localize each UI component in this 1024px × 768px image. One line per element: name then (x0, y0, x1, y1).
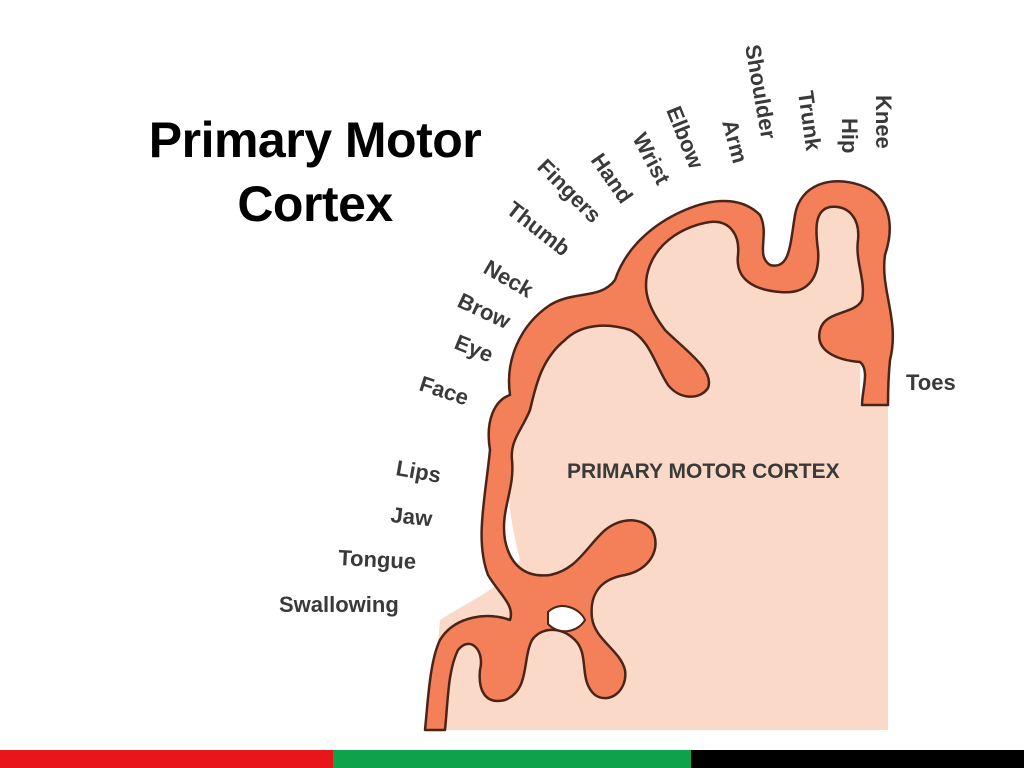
label-neck: Neck (480, 255, 539, 303)
cortex-band (423, 180, 895, 732)
label-wrist: Wrist (628, 129, 676, 190)
title-line-1: Primary Motor (148, 112, 482, 168)
title-line-2: Cortex (237, 176, 393, 232)
label-knee: Knee (871, 95, 896, 149)
footer-green-segment (333, 750, 691, 768)
label-arm: Arm (717, 117, 753, 166)
label-face: Face (416, 371, 471, 410)
page-title: Primary Motor Cortex (80, 108, 550, 236)
label-trunk: Trunk (793, 89, 826, 153)
label-hip: Hip (837, 118, 862, 153)
label-brow: Brow (454, 288, 515, 334)
label-jaw: Jaw (389, 502, 434, 531)
label-tongue: Tongue (338, 545, 417, 574)
sulcus-highlight (547, 605, 587, 633)
footer-black-segment (691, 750, 1024, 768)
label-lips: Lips (394, 455, 443, 487)
label-eye: Eye (451, 329, 497, 367)
label-swallowing: Swallowing (279, 592, 399, 617)
label-shoulder: Shoulder (740, 43, 781, 142)
label-toes: Toes (906, 370, 956, 395)
region-label: PRIMARY MOTOR CORTEX (567, 460, 840, 483)
footer-red-segment (0, 750, 333, 768)
footer-color-bar (0, 750, 1024, 768)
